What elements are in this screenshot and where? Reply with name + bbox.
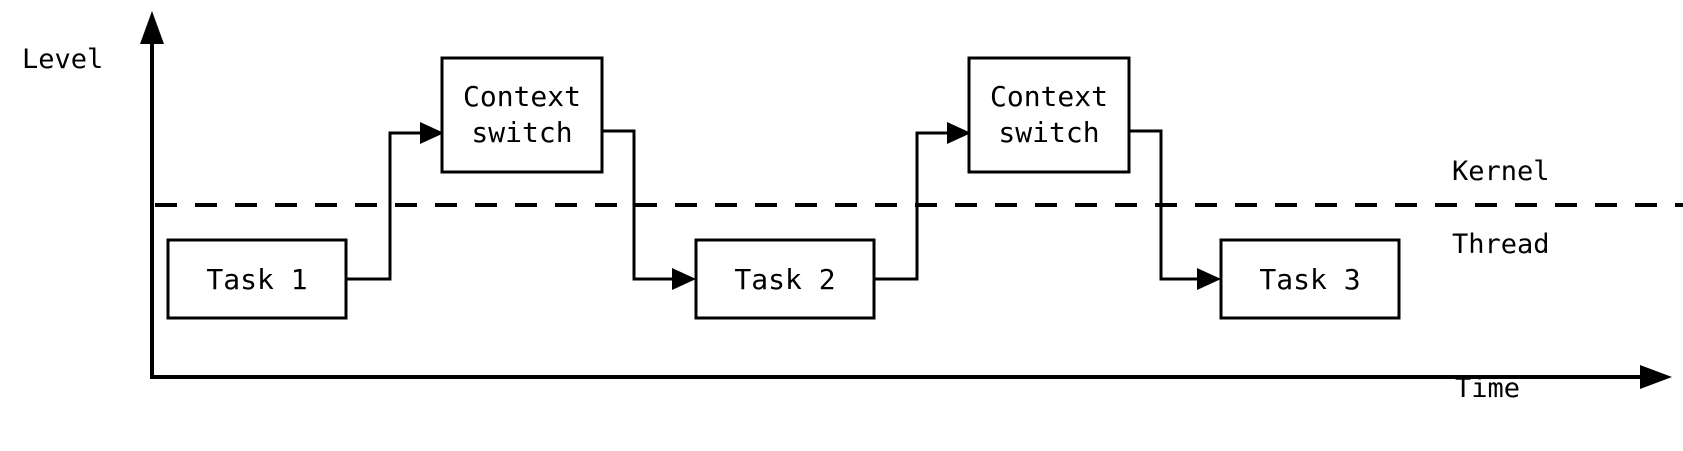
connector-cs2-to-task3 xyxy=(1129,129,1221,290)
connector-arrowhead xyxy=(947,122,971,144)
box-context-switch-2-label-line1: Context xyxy=(990,80,1108,113)
box-context-switch-1-label-line1: Context xyxy=(463,80,581,113)
connector-task2-to-cs2 xyxy=(874,122,971,281)
connector-arrowhead xyxy=(1197,268,1221,290)
connector-arrowhead xyxy=(672,268,696,290)
level-axis xyxy=(140,11,164,379)
box-task-3-label: Task 3 xyxy=(1259,263,1360,296)
connector-cs1-to-task2 xyxy=(602,129,696,290)
box-context-switch-1[interactable]: Context switch xyxy=(440,56,604,174)
time-axis-arrowhead xyxy=(1640,365,1672,389)
box-task-2-label: Task 2 xyxy=(734,263,835,296)
box-context-switch-2[interactable]: Context switch xyxy=(967,56,1131,174)
level-axis-label: Level xyxy=(22,44,103,75)
time-axis-label: Time xyxy=(1455,373,1520,404)
box-task-3[interactable]: Task 3 xyxy=(1219,238,1401,320)
box-task-1[interactable]: Task 1 xyxy=(166,238,348,320)
box-task-1-label: Task 1 xyxy=(206,263,307,296)
box-task-2[interactable]: Task 2 xyxy=(694,238,876,320)
level-axis-arrowhead xyxy=(140,11,164,44)
time-axis xyxy=(152,365,1672,389)
box-context-switch-1-label-line2: switch xyxy=(471,116,572,149)
connector-arrowhead xyxy=(420,122,444,144)
band-label-thread: Thread xyxy=(1452,229,1550,260)
connector-task1-to-cs1 xyxy=(346,122,444,281)
box-context-switch-2-label-line2: switch xyxy=(998,116,1099,149)
band-label-kernel: Kernel xyxy=(1452,156,1550,187)
